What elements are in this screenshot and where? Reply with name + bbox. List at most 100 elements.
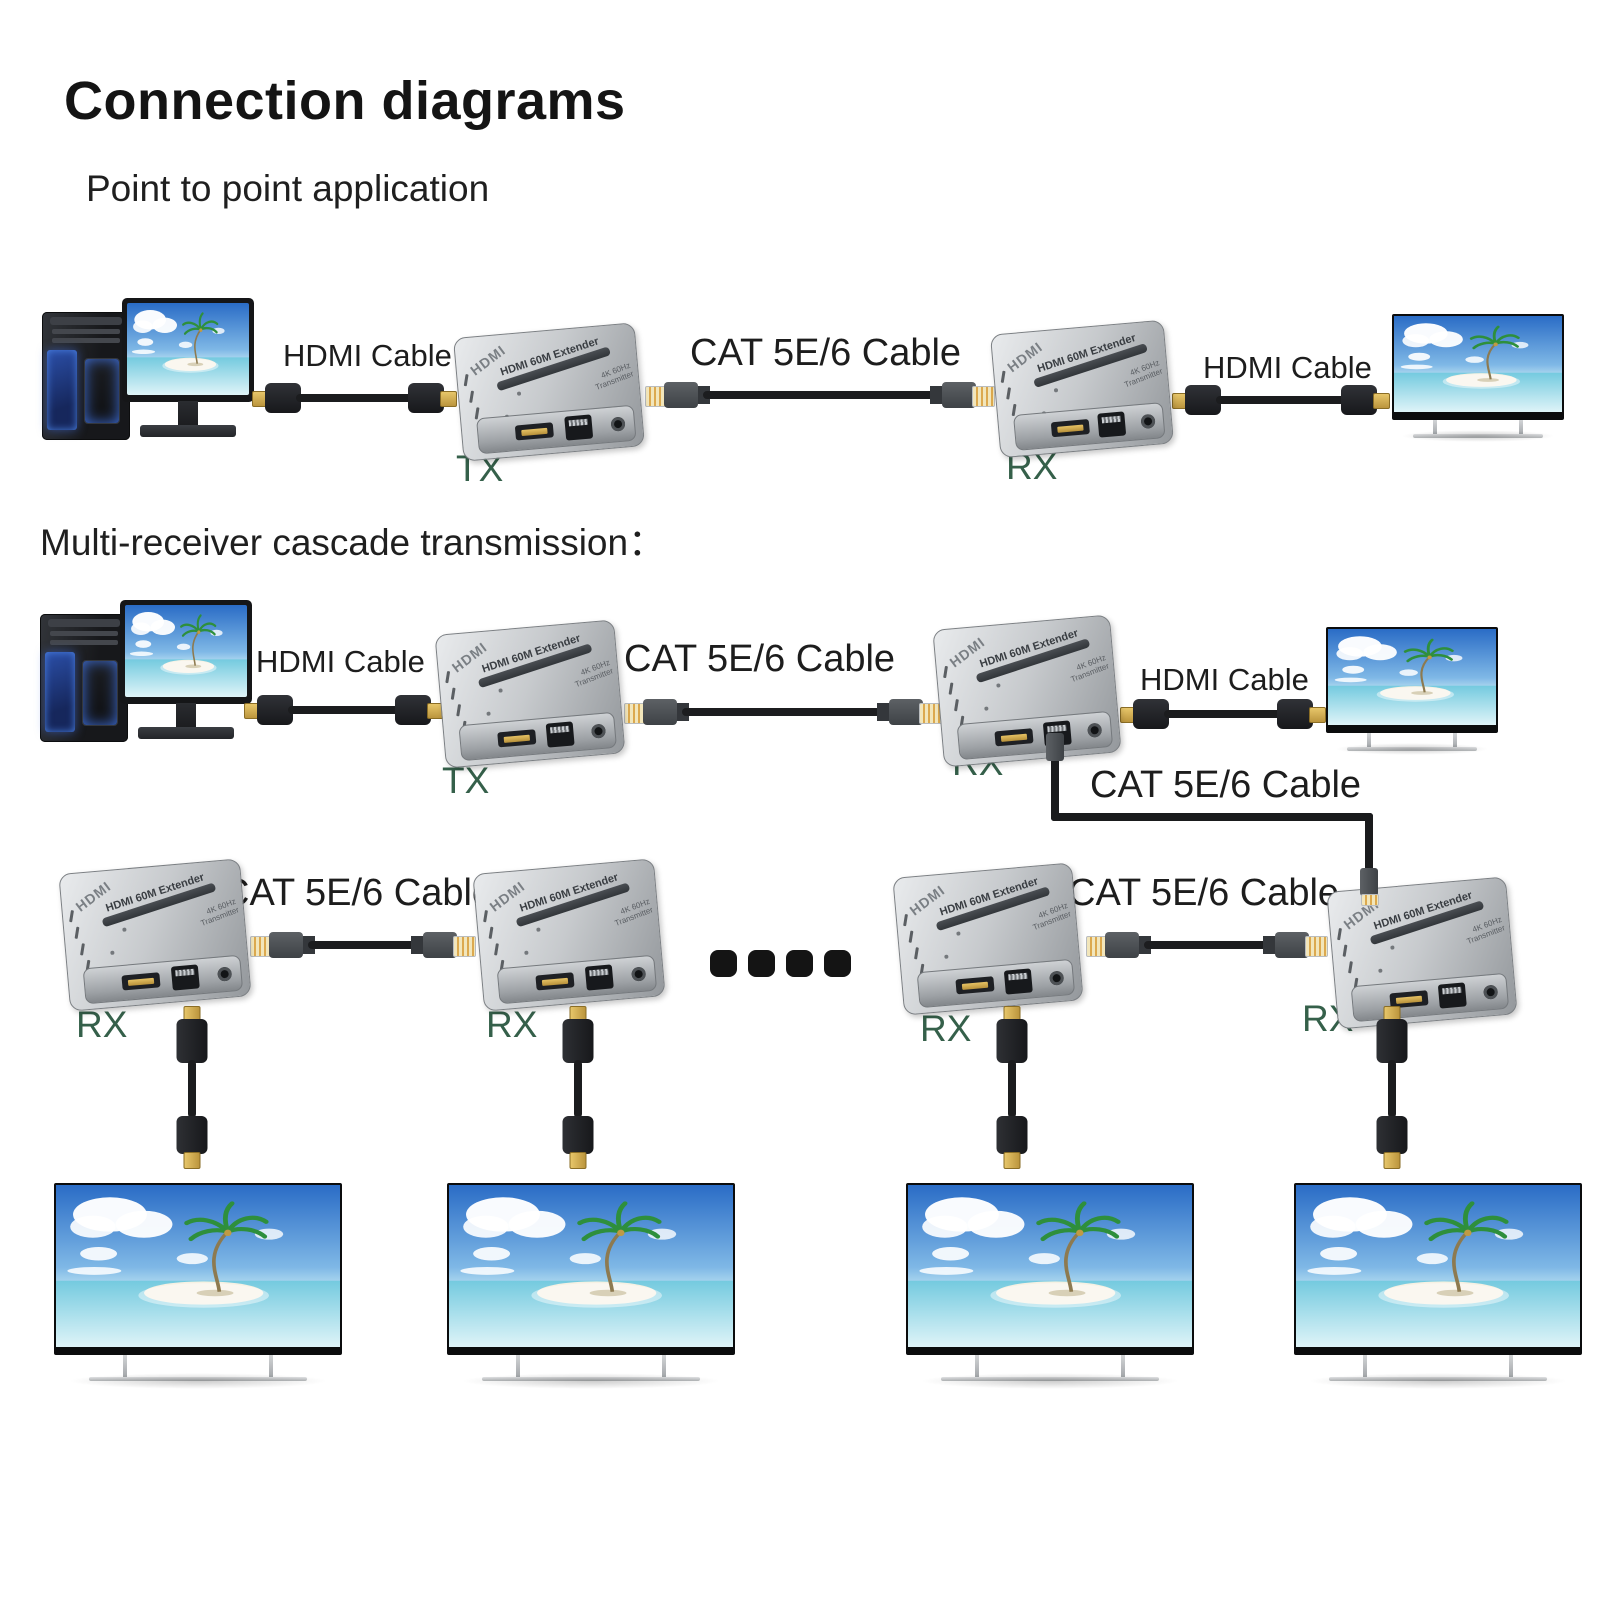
hdmi-plug-icon (440, 391, 457, 407)
cable-line (1144, 941, 1270, 949)
dc-power-jack (216, 966, 232, 982)
beach-wallpaper (56, 1185, 340, 1347)
tower-led-panel (82, 660, 118, 726)
hdmi-out-port (515, 422, 555, 441)
cat-cable-label-4: CAT 5E/6 Cable (222, 872, 494, 914)
dc-power-jack (1087, 722, 1103, 738)
pc-source-1 (42, 298, 257, 453)
rj45-plug-icon (453, 936, 476, 957)
hdmi-out-port (1050, 419, 1090, 438)
hdmi-cable-5 (172, 1006, 212, 1184)
hdmi-connector (996, 1019, 1028, 1063)
hdmi-connector (1341, 385, 1377, 415)
rj45-plug-tip-icon (1361, 894, 1379, 906)
tv-stand-leg (1363, 1355, 1368, 1379)
pc-tower (40, 614, 128, 742)
hdmi-connector (408, 383, 444, 413)
beach-wallpaper (1394, 316, 1562, 412)
section2-title: Multi-receiver cascade transmission： (40, 522, 666, 563)
section1-title: Point to point application (86, 168, 490, 209)
dc-power-jack (590, 723, 606, 739)
tv-screen (1392, 314, 1564, 420)
rj45-boot (269, 932, 315, 958)
hdmi-plug-icon (1003, 1152, 1021, 1169)
hdmi-connector (1133, 699, 1169, 729)
hdmi-connector (257, 695, 293, 725)
tv-5 (906, 1183, 1194, 1395)
monitor-base (138, 727, 234, 739)
monitor-screen (127, 303, 249, 395)
beach-wallpaper (1296, 1185, 1580, 1347)
hdmi-plug-icon (1309, 707, 1326, 723)
cable-line (1164, 710, 1282, 718)
tower-side-window (47, 350, 77, 430)
cat-cable-cascade (1051, 813, 1373, 821)
rj45-boot (1263, 932, 1309, 958)
tv-stand-bar (940, 1377, 1160, 1381)
dc-power-jack (610, 416, 626, 432)
rj45-port (1097, 411, 1127, 438)
rj45-boot (930, 382, 976, 408)
cat-cable-cascade (1051, 757, 1059, 821)
hdmi-cable-label-3: HDMI Cable (256, 644, 425, 679)
pc-tower (42, 312, 130, 440)
page-title: Connection diagrams (64, 71, 626, 131)
tv-stand-leg (268, 1355, 273, 1379)
monitor-base (140, 425, 236, 437)
tv-shadow (461, 1373, 721, 1389)
rj45-boot (664, 382, 710, 408)
hdmi-cable-7 (992, 1006, 1032, 1184)
tv-shadow (920, 1373, 1180, 1389)
rx-label-4: RX (486, 1004, 538, 1045)
tv-screen (54, 1183, 342, 1355)
tower-led-panel (84, 358, 120, 424)
hdmi-out-port (497, 729, 537, 748)
cable-line (1216, 396, 1346, 404)
tv-6 (1294, 1183, 1582, 1395)
tv-stand-bar (481, 1377, 701, 1381)
tv-stand-bar (1346, 747, 1478, 751)
hdmi-connector (176, 1116, 208, 1154)
dc-power-jack (1482, 984, 1499, 1000)
hdmi-plug-icon (569, 1152, 587, 1169)
hdmi-connector (1376, 1019, 1408, 1063)
rj45-plug-icon (972, 386, 995, 407)
hdmi-cable-1 (252, 378, 457, 418)
cable-line (1388, 1060, 1396, 1118)
rj45-boot (643, 699, 689, 725)
hdmi-connector (265, 383, 301, 413)
tv-stand-bar (1412, 434, 1544, 438)
hdmi-connector (562, 1116, 594, 1154)
hdmi-connector (1376, 1116, 1408, 1154)
cat-cable-1 (645, 375, 995, 415)
tv-stand-bar (1328, 1377, 1548, 1381)
tv-1 (1392, 314, 1564, 448)
tv-screen (1294, 1183, 1582, 1355)
hdmi-cable-2 (1172, 380, 1390, 420)
tv-2 (1326, 627, 1498, 761)
rj45-plug-icon (1360, 868, 1378, 896)
hdmi-plug-icon (1373, 393, 1390, 409)
rj45-port (585, 964, 615, 991)
rj45-plug-icon (1305, 936, 1328, 957)
beach-wallpaper (127, 303, 249, 395)
hdmi-out-port (994, 728, 1035, 747)
hdmi-connector (395, 695, 431, 725)
tv-4 (447, 1183, 735, 1395)
tv-stand-leg (1518, 420, 1523, 436)
hdmi-cable-label-2: HDMI Cable (1203, 350, 1372, 385)
cable-line (296, 394, 413, 402)
tv-stand-leg (1367, 733, 1372, 749)
cable-line (574, 1060, 582, 1118)
cat-cable-label-1: CAT 5E/6 Cable (690, 332, 962, 374)
